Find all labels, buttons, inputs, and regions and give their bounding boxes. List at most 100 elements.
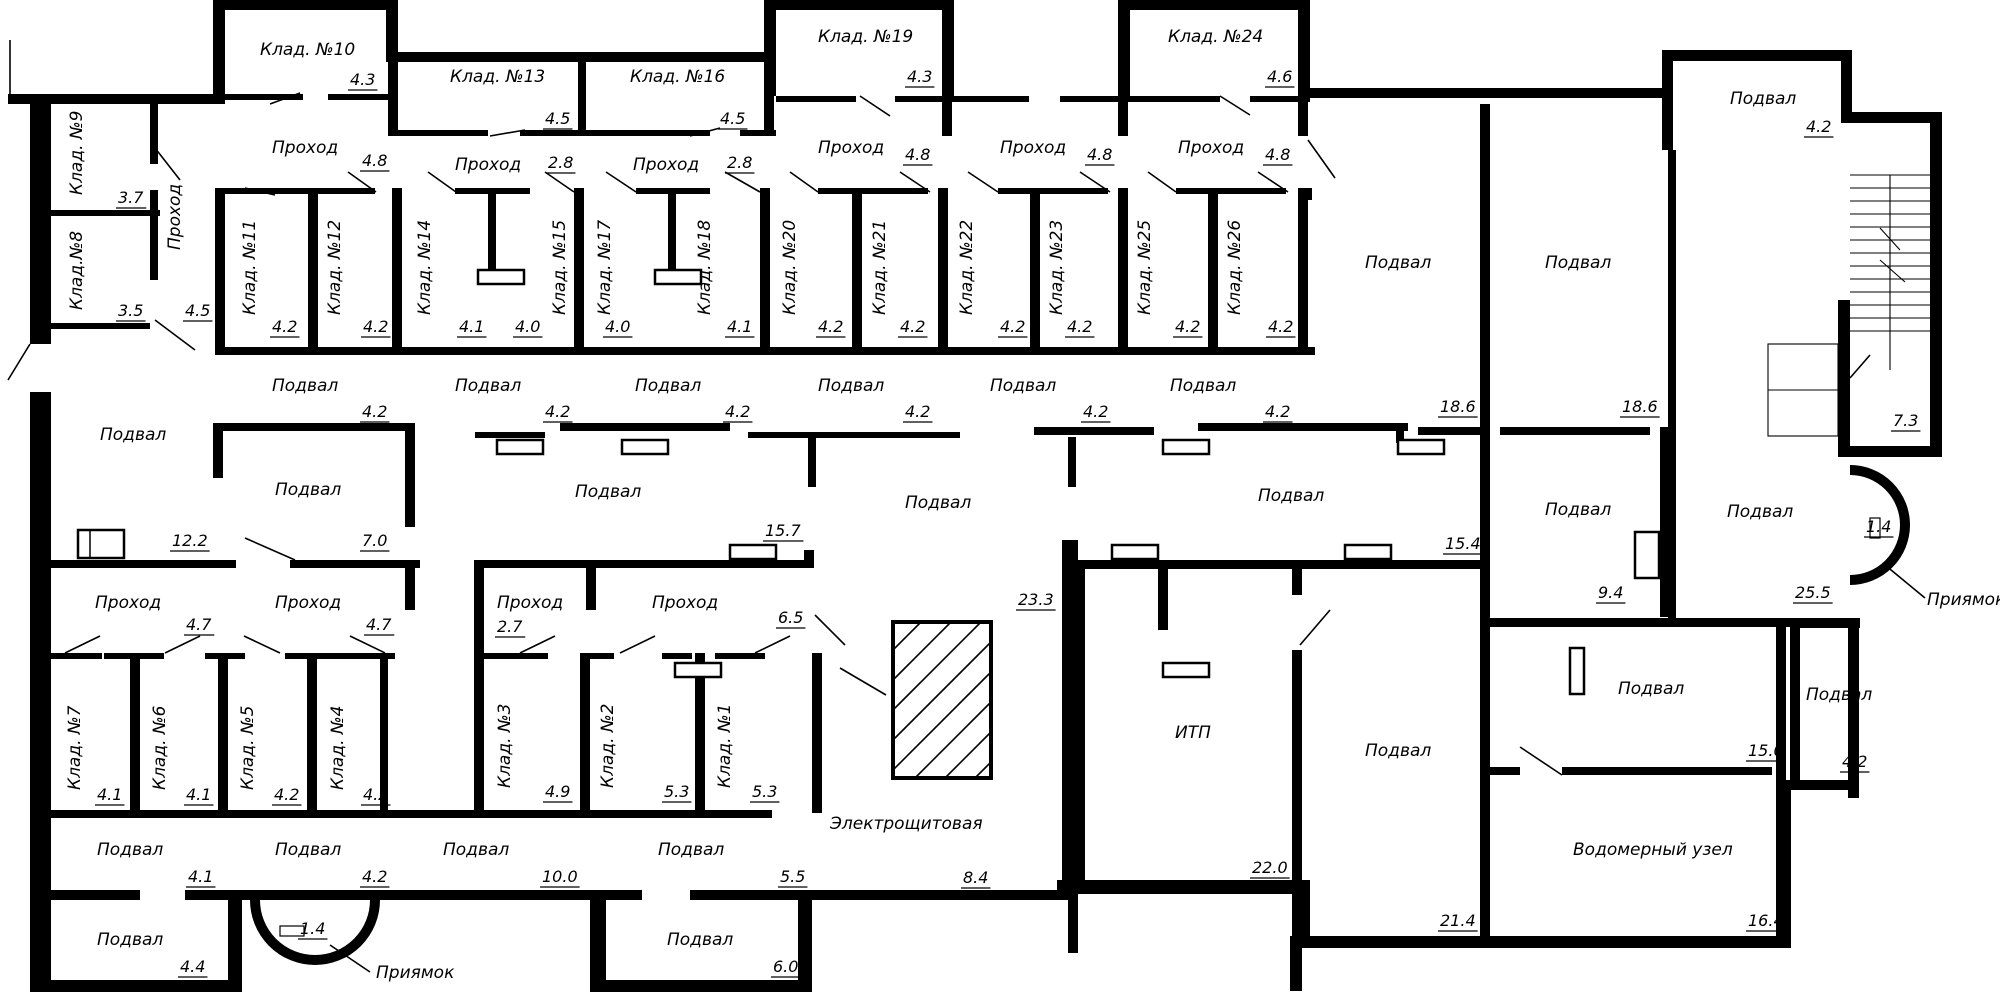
room-name: Подвал [990, 376, 1056, 396]
room-name: Клад. №21 [870, 220, 890, 315]
room-name: Проход [1178, 138, 1244, 158]
room-area: 25.5 [1795, 583, 1831, 602]
room-area: 4.2 [274, 785, 299, 804]
room-name: Клад. №23 [1047, 220, 1067, 315]
room-area: 4.8 [905, 145, 930, 164]
room-area: 4.2 [1000, 317, 1025, 336]
room-name: Клад. №14 [415, 220, 435, 315]
room-name: Клад. №24 [1168, 27, 1263, 47]
room-area: 4.1 [727, 317, 752, 336]
room-name: Подвал [575, 482, 641, 502]
room-area: 4.2 [818, 317, 843, 336]
room-name: Проход [1000, 138, 1066, 158]
room-area: 5.5 [780, 867, 805, 886]
room-name: Клад. №9 [67, 111, 87, 195]
room-name: ИТП [1175, 723, 1211, 743]
room-name: Проход [95, 593, 161, 613]
room-name: Проход [818, 138, 884, 158]
room-area: 9.4 [1598, 583, 1623, 602]
room-area: 2.8 [727, 153, 752, 172]
room-name: Клад. №10 [260, 40, 355, 60]
room-name: Подвал [667, 930, 733, 950]
room-area: 18.6 [1440, 397, 1476, 416]
room-name: Клад. №13 [450, 67, 545, 87]
room-name: Подвал [455, 376, 521, 396]
walls [8, 0, 1942, 992]
room-name: Подвал [1730, 89, 1796, 109]
room-name: Клад.№8 [67, 231, 87, 310]
room-name: Проход [275, 593, 341, 613]
room-name: Клад. №12 [325, 220, 345, 315]
room-area: 4.4 [180, 957, 205, 976]
room-name: Подвал [818, 376, 884, 396]
room-area: 5.3 [752, 782, 777, 801]
room-name: Проход [497, 593, 563, 613]
room-name: Проход [652, 593, 718, 613]
room-name: Подвал [905, 493, 971, 513]
room-name: Клад. №22 [957, 220, 977, 315]
room-area: 4.8 [1087, 145, 1112, 164]
interior-walls [30, 52, 1786, 953]
pit-label: Приямок [376, 963, 455, 983]
room-name: Подвал [1545, 253, 1611, 273]
room-name: Клад. №4 [328, 706, 348, 790]
room-name: Клад. №2 [598, 704, 618, 788]
room-name: Клад. №26 [1225, 220, 1245, 315]
room-area: 4.2 [362, 402, 387, 421]
room-area: 4.8 [1265, 145, 1290, 164]
room-area: 12.2 [172, 531, 208, 550]
room-area: 4.0 [605, 317, 630, 336]
room-name: Подвал [658, 840, 724, 860]
room-name: Подвал [635, 376, 701, 396]
room-area: 16.4 [1748, 911, 1784, 930]
room-name: Подвал [1365, 253, 1431, 273]
room-name: Подвал [1618, 679, 1684, 699]
room-area: 4.1 [186, 785, 211, 804]
room-area: 21.4 [1440, 911, 1476, 930]
room-area: 4.6 [1267, 67, 1292, 86]
room-area: 4.2 [900, 317, 925, 336]
room-name: Подвал [1806, 685, 1872, 705]
room-name: Подвал [100, 425, 166, 445]
room-name: Подвал [1170, 376, 1236, 396]
room-name: Водомерный узел [1573, 840, 1733, 860]
room-area: 6.5 [778, 608, 803, 627]
room-area: 4.2 [362, 867, 387, 886]
room-area: 4.2 [1268, 317, 1293, 336]
room-area: 6.0 [773, 957, 798, 976]
pits [250, 465, 1910, 965]
room-area: 4.2 [905, 402, 930, 421]
room-area: 4.3 [350, 70, 375, 89]
room-area: 4.7 [186, 615, 212, 634]
room-area: 4.2 [1842, 752, 1867, 771]
room-area: 7.0 [362, 531, 387, 550]
room-name: Подвал [443, 840, 509, 860]
room-area: 4.8 [362, 151, 387, 170]
room-area: 3.5 [118, 301, 143, 320]
room-area: 4.2 [545, 402, 570, 421]
room-name: Клад. №6 [150, 705, 170, 790]
room-name: Клад. №18 [695, 220, 715, 315]
equipment [76, 268, 1661, 696]
room-labels: Клад. №10 4.3 Клад. №13 4.5 Клад. №16 4.… [65, 27, 2000, 983]
room-area: 3.7 [118, 188, 144, 207]
room-name: Подвал [275, 840, 341, 860]
room-name: Клад. №25 [1135, 220, 1155, 315]
room-area: 4.7 [366, 615, 392, 634]
door-swings [7, 40, 1871, 776]
room-name: Проход [633, 155, 699, 175]
room-name: Электрощитовая [829, 814, 983, 834]
room-name: Подвал [1258, 486, 1324, 506]
room-name: Подвал [1727, 502, 1793, 522]
room-area: 4.2 [1083, 402, 1108, 421]
room-name: Клад. №3 [495, 704, 515, 788]
room-area: 4.2 [1175, 317, 1200, 336]
room-area: 8.4 [963, 868, 988, 887]
room-name: Проход [165, 184, 185, 250]
room-name: Подвал [97, 930, 163, 950]
room-area: 15.0 [1748, 741, 1784, 760]
room-area: 4.1 [97, 785, 122, 804]
room-area: 5.3 [664, 782, 689, 801]
pit-area: 1.4 [1866, 517, 1891, 536]
